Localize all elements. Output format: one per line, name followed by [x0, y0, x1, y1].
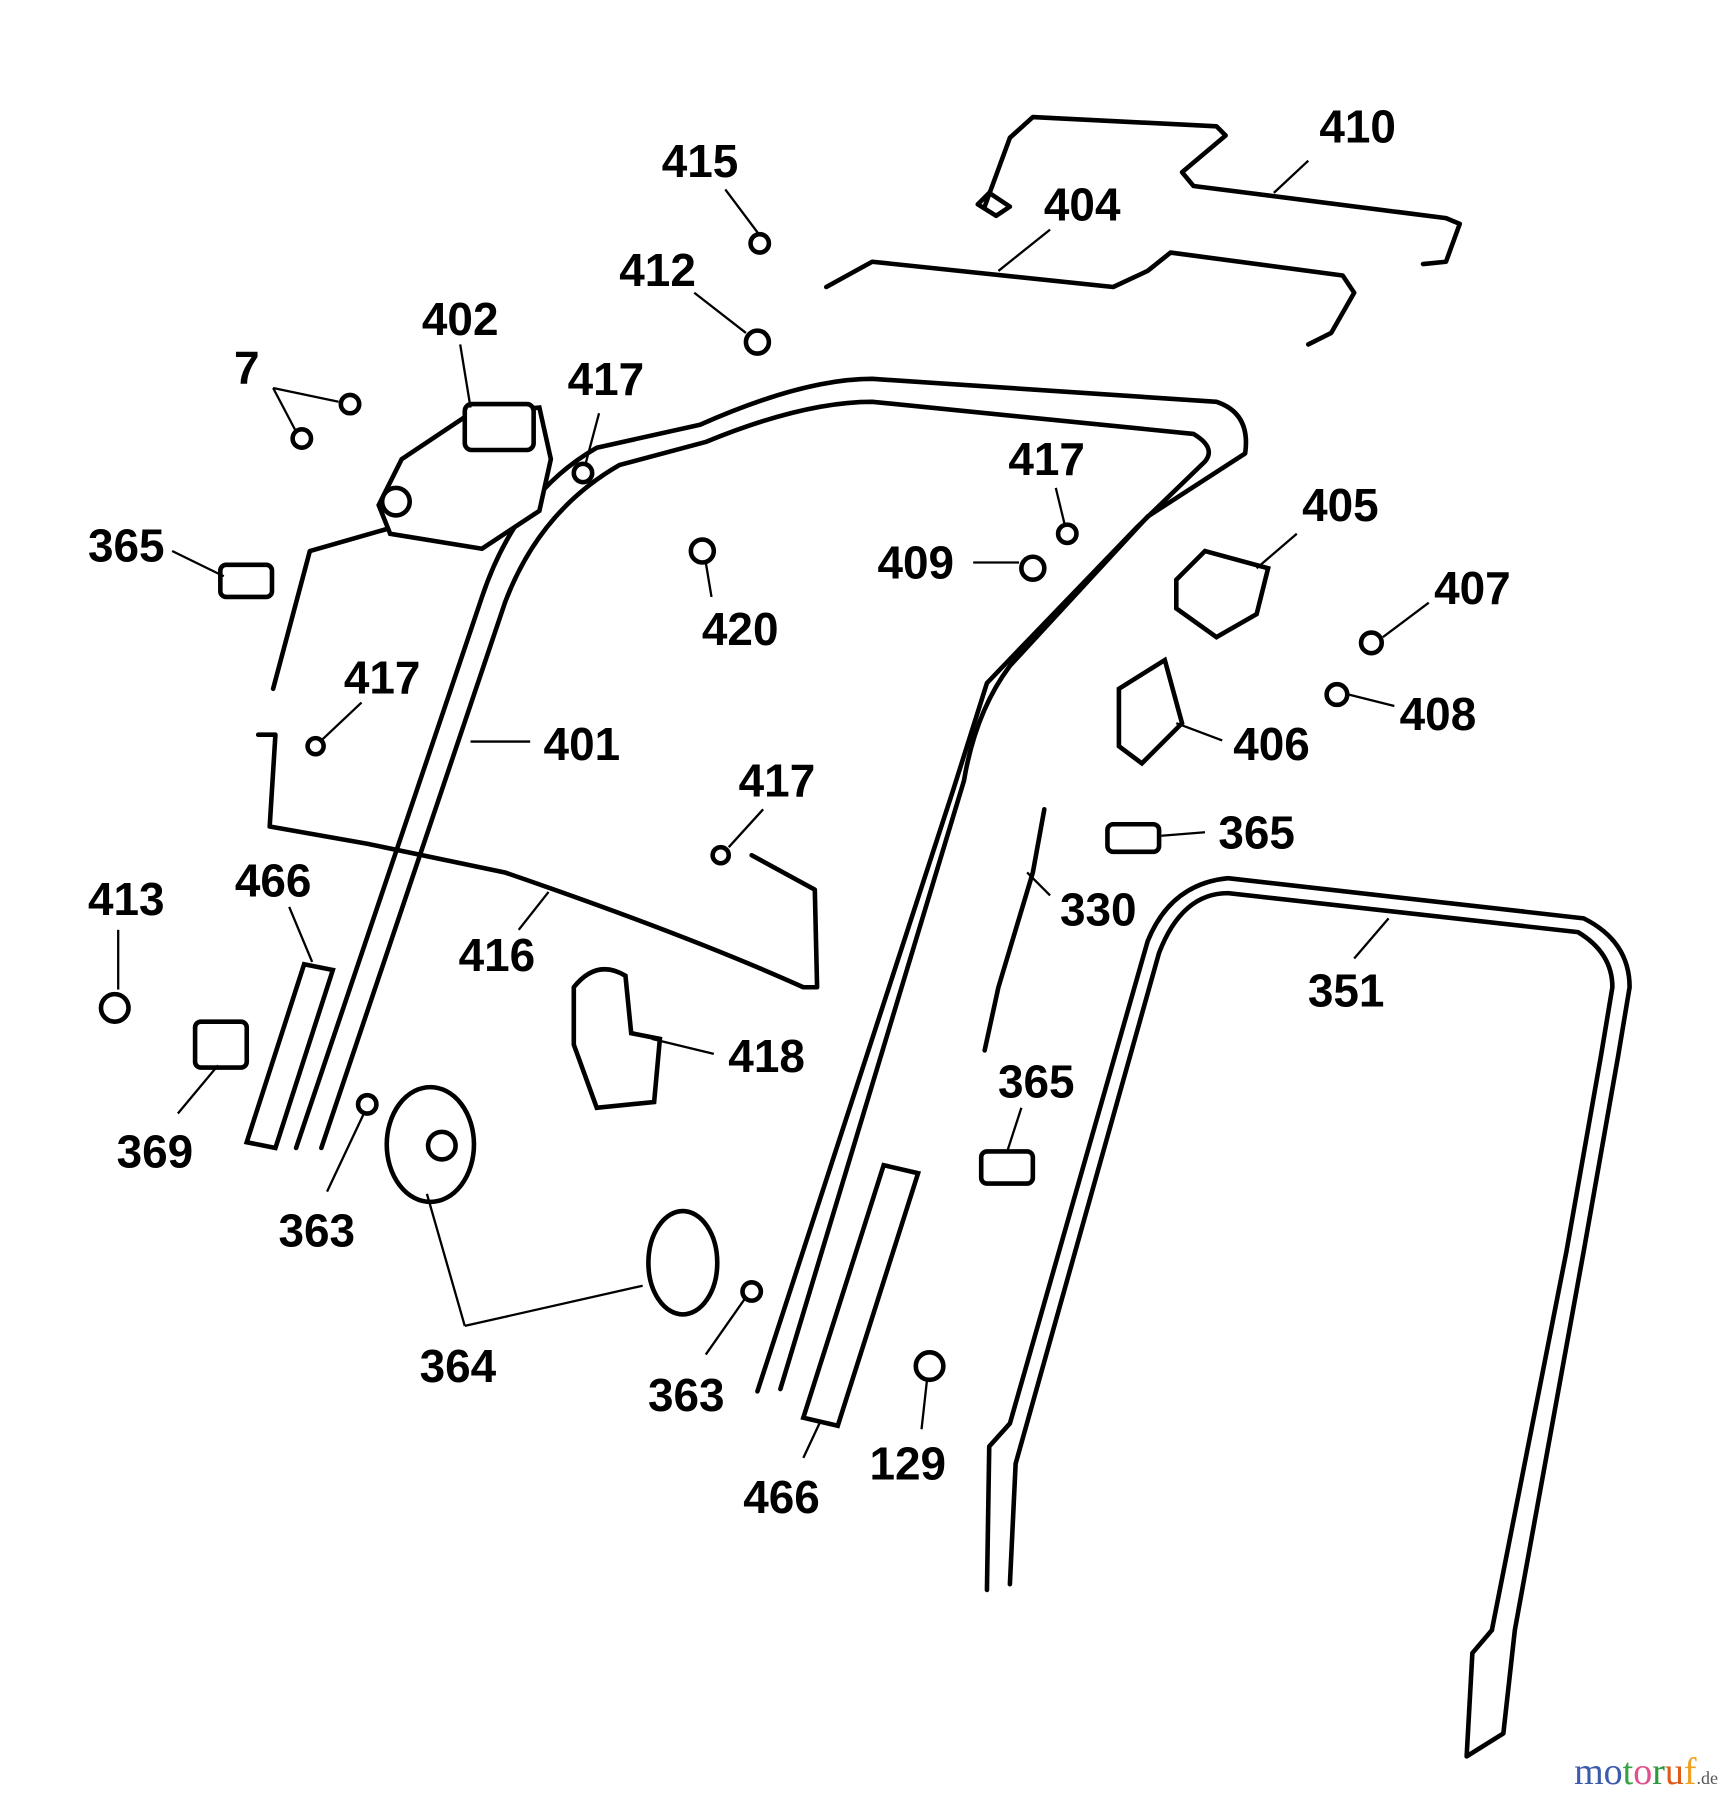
part-label: 412	[619, 244, 696, 296]
part-label: 417	[344, 651, 421, 703]
part-label: 409	[877, 537, 954, 589]
part-label: 401	[544, 718, 621, 770]
part-label: 7	[234, 341, 260, 393]
part-label: 365	[88, 519, 165, 571]
leader-lines	[117, 159, 1430, 1459]
part-label: 417	[1008, 433, 1085, 485]
part-label: 413	[88, 873, 165, 925]
part-label: 416	[459, 929, 536, 981]
part-410-upper-bar	[975, 114, 1463, 267]
part-label: 330	[1060, 883, 1137, 935]
part-label: 365	[1218, 806, 1295, 858]
part-label: 363	[278, 1205, 355, 1257]
part-label: 417	[568, 353, 645, 405]
part-466-tubes	[243, 961, 922, 1429]
part-label: 420	[702, 603, 779, 655]
part-label: 418	[728, 1030, 805, 1082]
watermark-logo: motoruf.de	[1574, 1751, 1719, 1793]
part-418-bracket	[571, 967, 663, 1111]
part-label: 351	[1308, 965, 1385, 1017]
part-405-406-brackets	[1116, 548, 1271, 767]
part-label: 369	[117, 1125, 194, 1177]
part-label: 404	[1044, 178, 1121, 230]
part-label: 408	[1400, 688, 1477, 740]
part-label: 402	[422, 293, 499, 345]
part-364-knobs	[384, 1084, 720, 1317]
part-label: 363	[648, 1369, 725, 1421]
part-label: 406	[1233, 718, 1310, 770]
part-label: 466	[235, 855, 312, 907]
part-label: 417	[739, 755, 816, 807]
part-402-control-box	[376, 401, 554, 552]
part-label: 410	[1319, 100, 1396, 152]
part-label: 466	[743, 1471, 820, 1523]
part-404-lower-bar	[823, 250, 1357, 347]
part-label: 415	[662, 135, 739, 187]
small-parts	[98, 231, 1385, 1383]
part-label: 129	[869, 1438, 946, 1490]
part-416-cable	[255, 525, 820, 990]
part-351-lower-handle	[984, 875, 1632, 1759]
part-330-cable-end	[982, 807, 1047, 1053]
part-label: 365	[998, 1055, 1075, 1107]
part-label: 405	[1302, 479, 1379, 531]
part-label: 407	[1434, 562, 1511, 614]
part-label: 364	[420, 1340, 497, 1392]
watermark-suffix: .de	[1696, 1768, 1719, 1788]
